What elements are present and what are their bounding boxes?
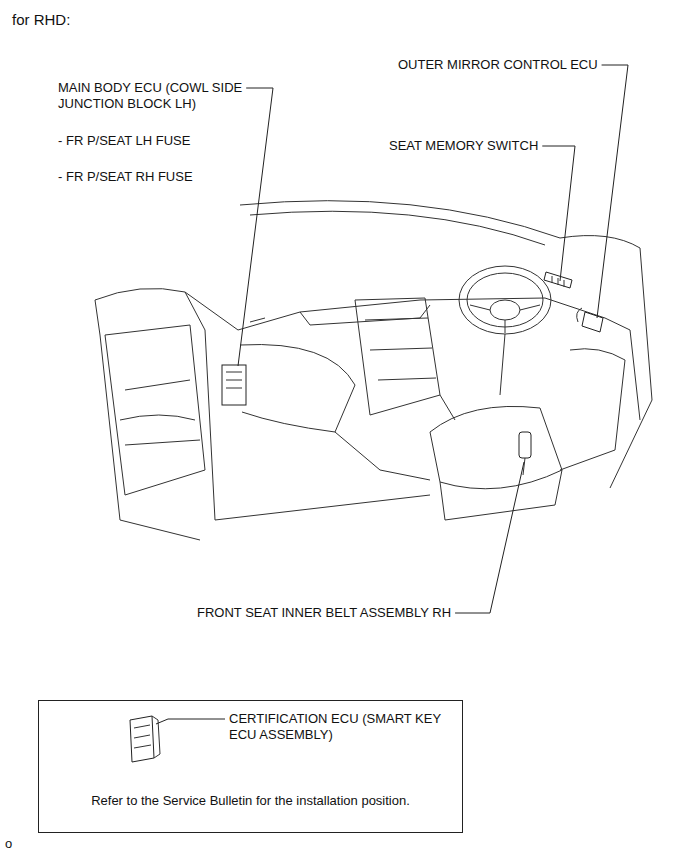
leader-line (542, 146, 575, 281)
part-name: FRONT SEAT INNER BELT ASSEMBLY RH (197, 605, 482, 621)
part-name: CERTIFICATION ECU (SMART KEY ECU ASSEMBL… (229, 711, 444, 743)
fuse-name: - FR P/SEAT RH FUSE (58, 169, 258, 185)
part-name: SEAT MEMORY SWITCH (389, 138, 569, 154)
note-text: Refer to the Service Bulletin for the in… (49, 793, 452, 809)
leader-line (455, 462, 524, 613)
corner-mark: o (5, 836, 25, 852)
view-title: for RHD: (12, 12, 70, 28)
fuse-name: - FR P/SEAT LH FUSE (58, 133, 258, 149)
part-name: OUTER MIRROR CONTROL ECU (398, 57, 623, 73)
inset-panel: CERTIFICATION ECU (SMART KEY ECU ASSEMBL… (38, 700, 463, 833)
leader-line (597, 65, 628, 318)
leader-line (238, 88, 273, 366)
part-name: MAIN BODY ECU (COWL SIDE JUNCTION BLOCK … (58, 80, 258, 112)
leader-line (156, 719, 225, 724)
